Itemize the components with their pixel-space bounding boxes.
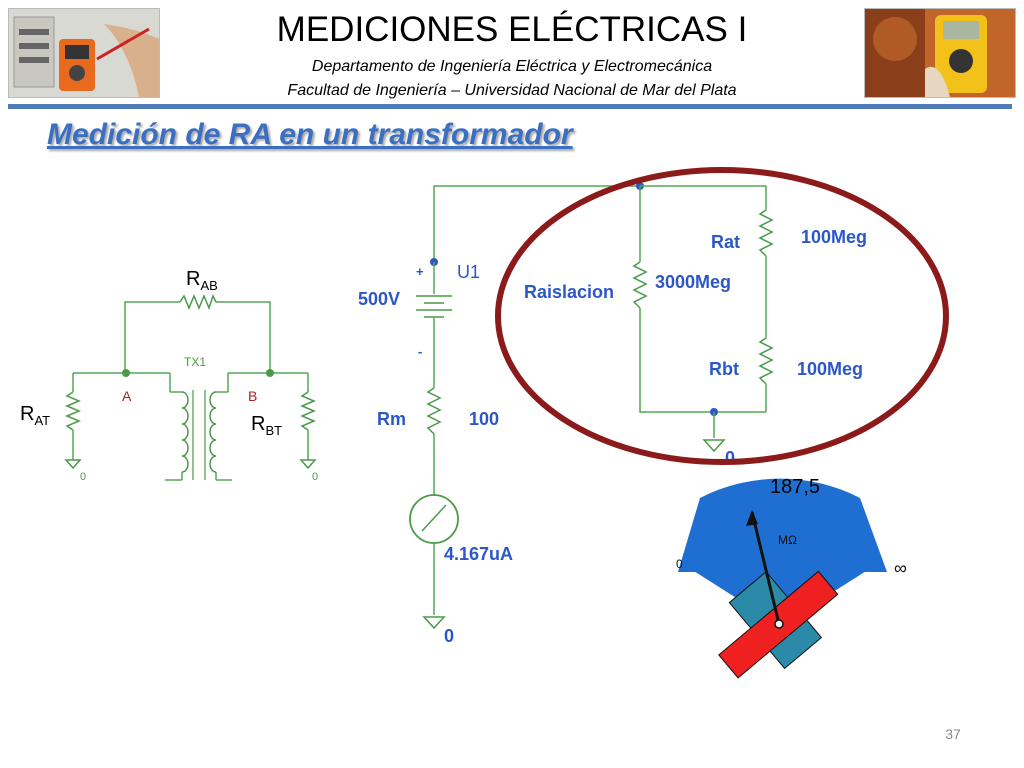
tx1-label: TX1 <box>184 355 206 369</box>
multimeter-photo-left <box>8 8 160 98</box>
meter-scale-min: 0 <box>676 557 683 571</box>
meter-face-arc <box>678 478 887 572</box>
multimeter-photo-right <box>864 8 1016 98</box>
r-bt-label: RBT <box>251 413 282 438</box>
meter-reading: 187,5 <box>770 476 820 498</box>
meter-unit: MΩ <box>778 533 797 547</box>
right-ground-symbol <box>702 439 726 453</box>
node-a-dot <box>122 369 130 377</box>
source-plus-sign: + <box>416 264 424 279</box>
rm-value: 100 <box>469 409 499 429</box>
r-isolation-name: Raislacion <box>524 282 614 302</box>
primary-coil <box>181 391 189 473</box>
r-ab-label: RAB <box>186 268 218 293</box>
r-at-label: RAT <box>20 403 50 428</box>
battery-source <box>416 295 452 388</box>
meter-scale-max: ∞ <box>894 558 907 578</box>
slide-header: MEDICIONES ELÉCTRICAS I Departamento de … <box>0 0 1024 112</box>
r-bt-resistor <box>300 391 316 431</box>
slide-number: 37 <box>945 726 961 742</box>
rat-name: Rat <box>711 232 740 252</box>
source-name: U1 <box>457 262 480 282</box>
ground-left-symbol <box>64 459 82 470</box>
rat-resistor <box>758 209 774 257</box>
rbt-name: Rbt <box>709 359 739 379</box>
r-isolation-value: 3000Meg <box>655 272 731 292</box>
node-b-label: B <box>248 388 257 404</box>
rbt-resistor <box>758 337 774 385</box>
rat-value: 100Meg <box>801 227 867 247</box>
transformer-circuit: RAB A B TX1 0 RAT <box>20 268 318 483</box>
r-isolation-resistor <box>632 261 648 309</box>
node-b-dot <box>266 369 274 377</box>
highlight-ellipse <box>495 167 949 465</box>
secondary-coil <box>209 391 217 473</box>
ground-symbol <box>422 616 446 630</box>
ground-right-label: 0 <box>312 471 318 483</box>
main-title: MEDICIONES ELÉCTRICAS I <box>276 10 748 49</box>
rbt-value: 100Meg <box>797 359 863 379</box>
department-subtitle: Departamento de Ingeniería Eléctrica y E… <box>311 58 713 75</box>
rm-resistor <box>426 387 442 435</box>
test-circuit: + - U1 500V Rm 100 4.167uA 0 0 Raislacio… <box>358 182 867 646</box>
r-ab-resistor <box>179 294 217 311</box>
node-a-label: A <box>122 388 132 404</box>
right-ground-label: 0 <box>725 448 735 468</box>
ammeter-reading: 4.167uA <box>444 544 513 564</box>
ground-left-label: 0 <box>80 471 86 483</box>
header-divider <box>8 104 1012 109</box>
source-minus-sign: - <box>418 344 422 359</box>
meter-needle <box>750 511 781 625</box>
megohmmeter: MΩ 0 ∞ 187,5 <box>676 476 907 679</box>
rm-name: Rm <box>377 409 406 429</box>
faculty-subtitle: Facultad de Ingeniería – Universidad Nac… <box>287 82 737 99</box>
ground-right-symbol <box>299 459 317 470</box>
ground-label: 0 <box>444 626 454 646</box>
source-voltage: 500V <box>358 289 400 309</box>
meter-pivot <box>774 619 784 629</box>
slide-title: Medición de RA en un transformador <box>47 118 573 151</box>
r-at-resistor <box>65 391 81 431</box>
